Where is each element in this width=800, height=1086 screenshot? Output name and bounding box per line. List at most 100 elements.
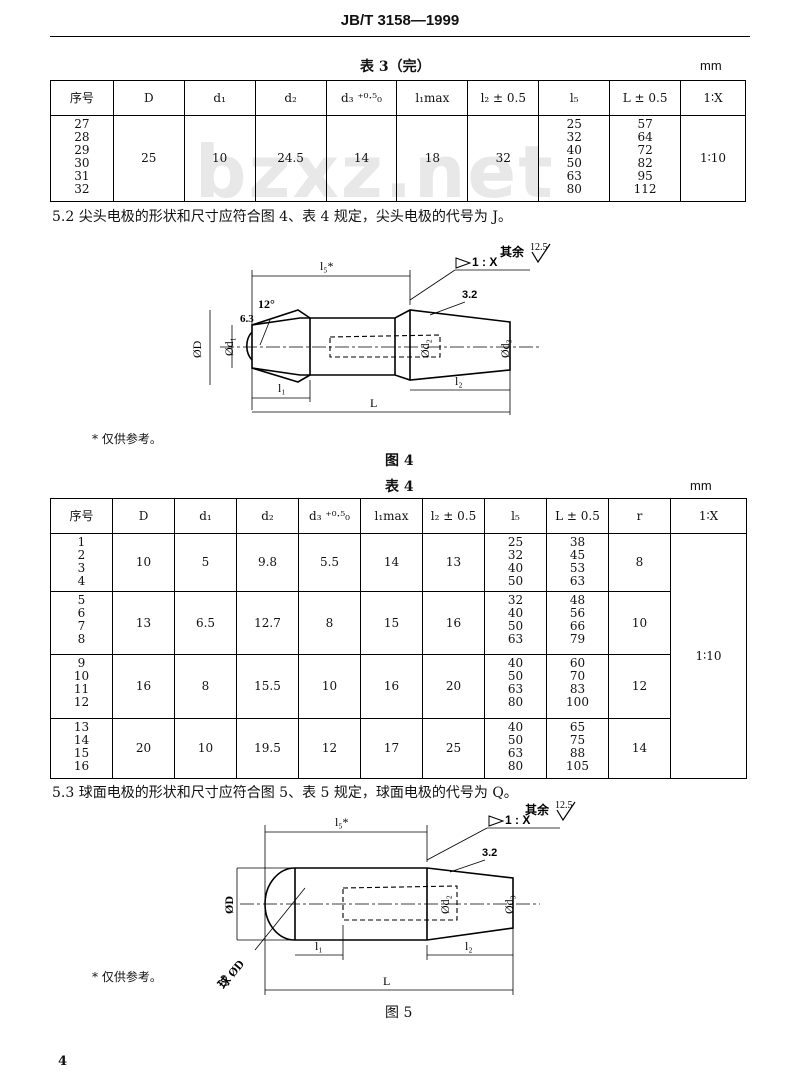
table4-l5-cell: 32 40 50 63 (484, 591, 547, 655)
table3-l5: 25 (566, 117, 582, 131)
fig4-label-angle: 12° (258, 297, 275, 311)
table4-l5: 40 (507, 561, 524, 575)
table4-unit: mm (690, 478, 712, 493)
table3-seq: 32 (74, 182, 90, 196)
table4-r: 10 (608, 591, 671, 655)
table4-l2: 13 (422, 533, 485, 592)
table4-l5: 32 (507, 593, 524, 607)
table4-seq: 2 (77, 548, 86, 562)
table4-header-cell: d₂ (236, 498, 299, 534)
table4-L: 70 (569, 669, 586, 683)
table3-header-cell: d₁ (183, 80, 256, 116)
table4-seq: 10 (73, 669, 90, 683)
table4-group-row: 1 2 3 4 10 5 9.8 5.5 14 13 25 32 40 50 3… (50, 533, 747, 779)
fig5-caption: 图 5 (385, 1005, 413, 1021)
table3-data-row: 27 28 29 30 31 32 25 10 24.5 14 18 32 25… (50, 115, 746, 202)
table4-seq: 5 (77, 593, 86, 607)
fig4-radius-leader (259, 319, 271, 346)
table4-L: 56 (569, 606, 586, 620)
table4-L: 38 (569, 535, 586, 549)
table3-header-row: 序号 D d₁ d₂ d₃ ⁺⁰·⁵₀ l₁max l₂ ± 0.5 l₅ L … (50, 80, 746, 116)
table4-l5: 40 (507, 606, 524, 620)
table3-header-cell: d₃ ⁺⁰·⁵₀ (325, 80, 398, 116)
table3-header-cell: L ± 0.5 (609, 80, 682, 116)
table4-l2: 20 (422, 654, 485, 719)
table4-l5: 50 (507, 574, 524, 588)
fig4-label-rough: 12.5 (530, 242, 548, 253)
fig4-body-outline (251, 309, 511, 381)
fig5-body-outline (295, 867, 514, 941)
table4-L-cell: 38 45 53 63 (546, 533, 609, 592)
table4-L: 66 (569, 619, 586, 633)
table4-l5: 50 (507, 669, 524, 683)
table4-L: 48 (569, 593, 586, 607)
table3-d1: 10 (183, 115, 256, 202)
fig4-taper-symbol (455, 257, 472, 269)
fig5-label-l5: l₅* (335, 815, 349, 829)
table3-L: 72 (637, 143, 653, 157)
table4-group-row: 5 6 7 8 13 6.5 12.7 8 15 16 32 40 50 63 … (50, 591, 747, 655)
table3-l1max: 18 (396, 115, 469, 202)
table4-seq: 3 (77, 561, 86, 575)
table4-header-cell: d₁ (174, 498, 237, 534)
table4-l5: 63 (507, 746, 524, 760)
table4-l5: 63 (507, 682, 524, 696)
fig5-roughness-icon (556, 801, 576, 822)
table4-l5: 80 (507, 695, 524, 709)
fig4-label-d1: Ød₁ (222, 337, 236, 356)
fig5-label-rest: 其余 (525, 802, 550, 817)
table4-L: 100 (566, 695, 589, 709)
fig4-label-l2: l₂ (455, 374, 463, 388)
table4-l5: 40 (507, 656, 524, 670)
fig5-label-l2: l₂ (465, 939, 473, 953)
table3-l5: 63 (566, 169, 582, 183)
table4-seq: 1 (77, 535, 86, 549)
table4-header-cell: 1∶X (670, 498, 747, 534)
table3-header-cell: 序号 (50, 80, 114, 116)
figure-4-drawing: l₅* 12° 6.3 ØD Ød₁ Ød₂ Ød₃ l₁ l₂ L 1 : X… (190, 242, 551, 415)
table4-L: 105 (566, 759, 589, 773)
table3-unit: mm (700, 58, 722, 73)
table4-l1max: 14 (360, 533, 423, 592)
table3-header-cell: D (112, 80, 185, 116)
table4-d2: 19.5 (236, 718, 299, 779)
table4-header-cell: d₃ ⁺⁰·⁵₀ (298, 498, 361, 534)
fig5-label-taper: 1 : X (505, 813, 530, 827)
table3-header-cell: d₂ (254, 80, 327, 116)
table4-L: 63 (569, 574, 586, 588)
fig5-label-D: ØD (222, 896, 236, 914)
table3-D: 25 (112, 115, 185, 202)
table4-l5-cell: 25 32 40 50 (484, 533, 547, 592)
figure-5-drawing: l₅* ØD Ød₂ Ød₃ 球 ØD l₁ l₂ L 1 : X 3.2 其余… (214, 800, 576, 995)
table4-d2: 9.8 (236, 533, 299, 592)
table4-L: 88 (569, 746, 586, 760)
table4-header-cell: l₂ ± 0.5 (422, 498, 485, 534)
table4-l2: 25 (422, 718, 485, 779)
table4-seq: 15 (73, 746, 90, 760)
table4-L-cell: 60 70 83 100 (546, 654, 609, 719)
table4-group-row: 13 14 15 16 20 10 19.5 12 17 25 40 50 63… (50, 718, 747, 779)
table3-seq: 30 (74, 156, 90, 170)
table4-l5-cell: 40 50 63 80 (484, 718, 547, 779)
table4-seq: 16 (73, 759, 90, 773)
fig4-surface-leader (429, 301, 466, 316)
fig5-note: * 仅供参考。 (92, 970, 162, 984)
table4-D: 13 (112, 591, 175, 655)
table3-l5-cell: 25 32 40 50 63 80 (538, 115, 611, 202)
table4-L-cell: 48 56 66 79 (546, 591, 609, 655)
table4-D: 20 (112, 718, 175, 779)
table3-caption: 表 3（完） (360, 59, 431, 75)
table4-d1: 5 (174, 533, 237, 592)
fig4-taper-leader (409, 269, 456, 301)
table4-L: 45 (569, 548, 586, 562)
fig5-label-d2: Ød₂ (438, 895, 452, 914)
table4-seq: 13 (73, 720, 90, 734)
table3-header-cell: 1∶X (680, 80, 746, 116)
fig5-label-L: L (383, 974, 390, 988)
table4-header-cell: r (608, 498, 671, 534)
table4-l5-cell: 40 50 63 80 (484, 654, 547, 719)
table4-l5: 25 (507, 535, 524, 549)
table4-seq: 12 (73, 695, 90, 709)
fig5-label-surface: 3.2 (482, 847, 497, 859)
page-number: 4 (58, 1054, 68, 1069)
